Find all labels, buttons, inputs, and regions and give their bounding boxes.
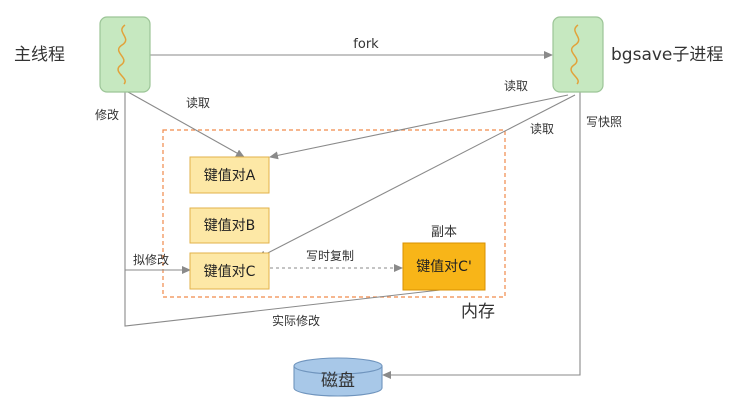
modify-path: [124, 92, 441, 327]
main-thread-box: [99, 16, 151, 93]
copy-label: 副本: [431, 225, 457, 240]
kv-c-copy-node: 键值对C' 副本: [402, 225, 486, 291]
main-thread-label: 主线程: [14, 45, 65, 65]
kv-b-label: 键值对B: [204, 218, 256, 234]
bgsave-read-a-arrow: [269, 94, 569, 160]
bgsave-read-c-arrow: [257, 94, 576, 259]
disk-top: [293, 357, 383, 375]
bgsave-label: bgsave子进程: [611, 45, 723, 65]
kv-c-box: [189, 252, 270, 290]
main-thread-node: 主线程: [14, 16, 151, 93]
modify-label: 修改: [95, 107, 119, 122]
actual-modify-label: 实际修改: [272, 313, 320, 328]
copy-on-write-label: 写时复制: [306, 249, 354, 263]
connector-lines: [124, 51, 581, 379]
disk-label: 磁盘: [321, 371, 355, 391]
kv-a-box: [189, 156, 270, 194]
kv-a-label: 键值对A: [204, 168, 256, 184]
bgsave-box: [552, 16, 604, 93]
intend-modify-label: 拟修改: [133, 252, 169, 267]
bgsave-node: bgsave子进程: [552, 16, 723, 93]
thread-squiggle-icon: [117, 24, 127, 85]
kv-c-label: 键值对C: [204, 264, 256, 280]
kv-a-node: 键值对A: [189, 156, 270, 194]
bgsave-read-label-2: 读取: [530, 122, 554, 136]
kv-b-box: [189, 207, 270, 244]
fork-label: fork: [353, 37, 379, 52]
kv-c-copy-label: 键值对C': [416, 259, 472, 275]
main-read-arrow: [127, 91, 245, 158]
memory-region: [162, 129, 506, 298]
kv-c-copy-box: [402, 242, 486, 291]
snapshot-path: [382, 92, 581, 379]
disk-node: 磁盘: [293, 357, 383, 397]
memory-label: 内存: [461, 302, 495, 322]
kv-c-node: 键值对C: [189, 252, 270, 290]
write-snapshot-label: 写快照: [586, 115, 622, 129]
main-read-label: 读取: [186, 96, 210, 110]
process-squiggle-icon: [570, 24, 580, 85]
bgsave-read-label-1: 读取: [504, 79, 528, 93]
kv-b-node: 键值对B: [189, 207, 270, 244]
